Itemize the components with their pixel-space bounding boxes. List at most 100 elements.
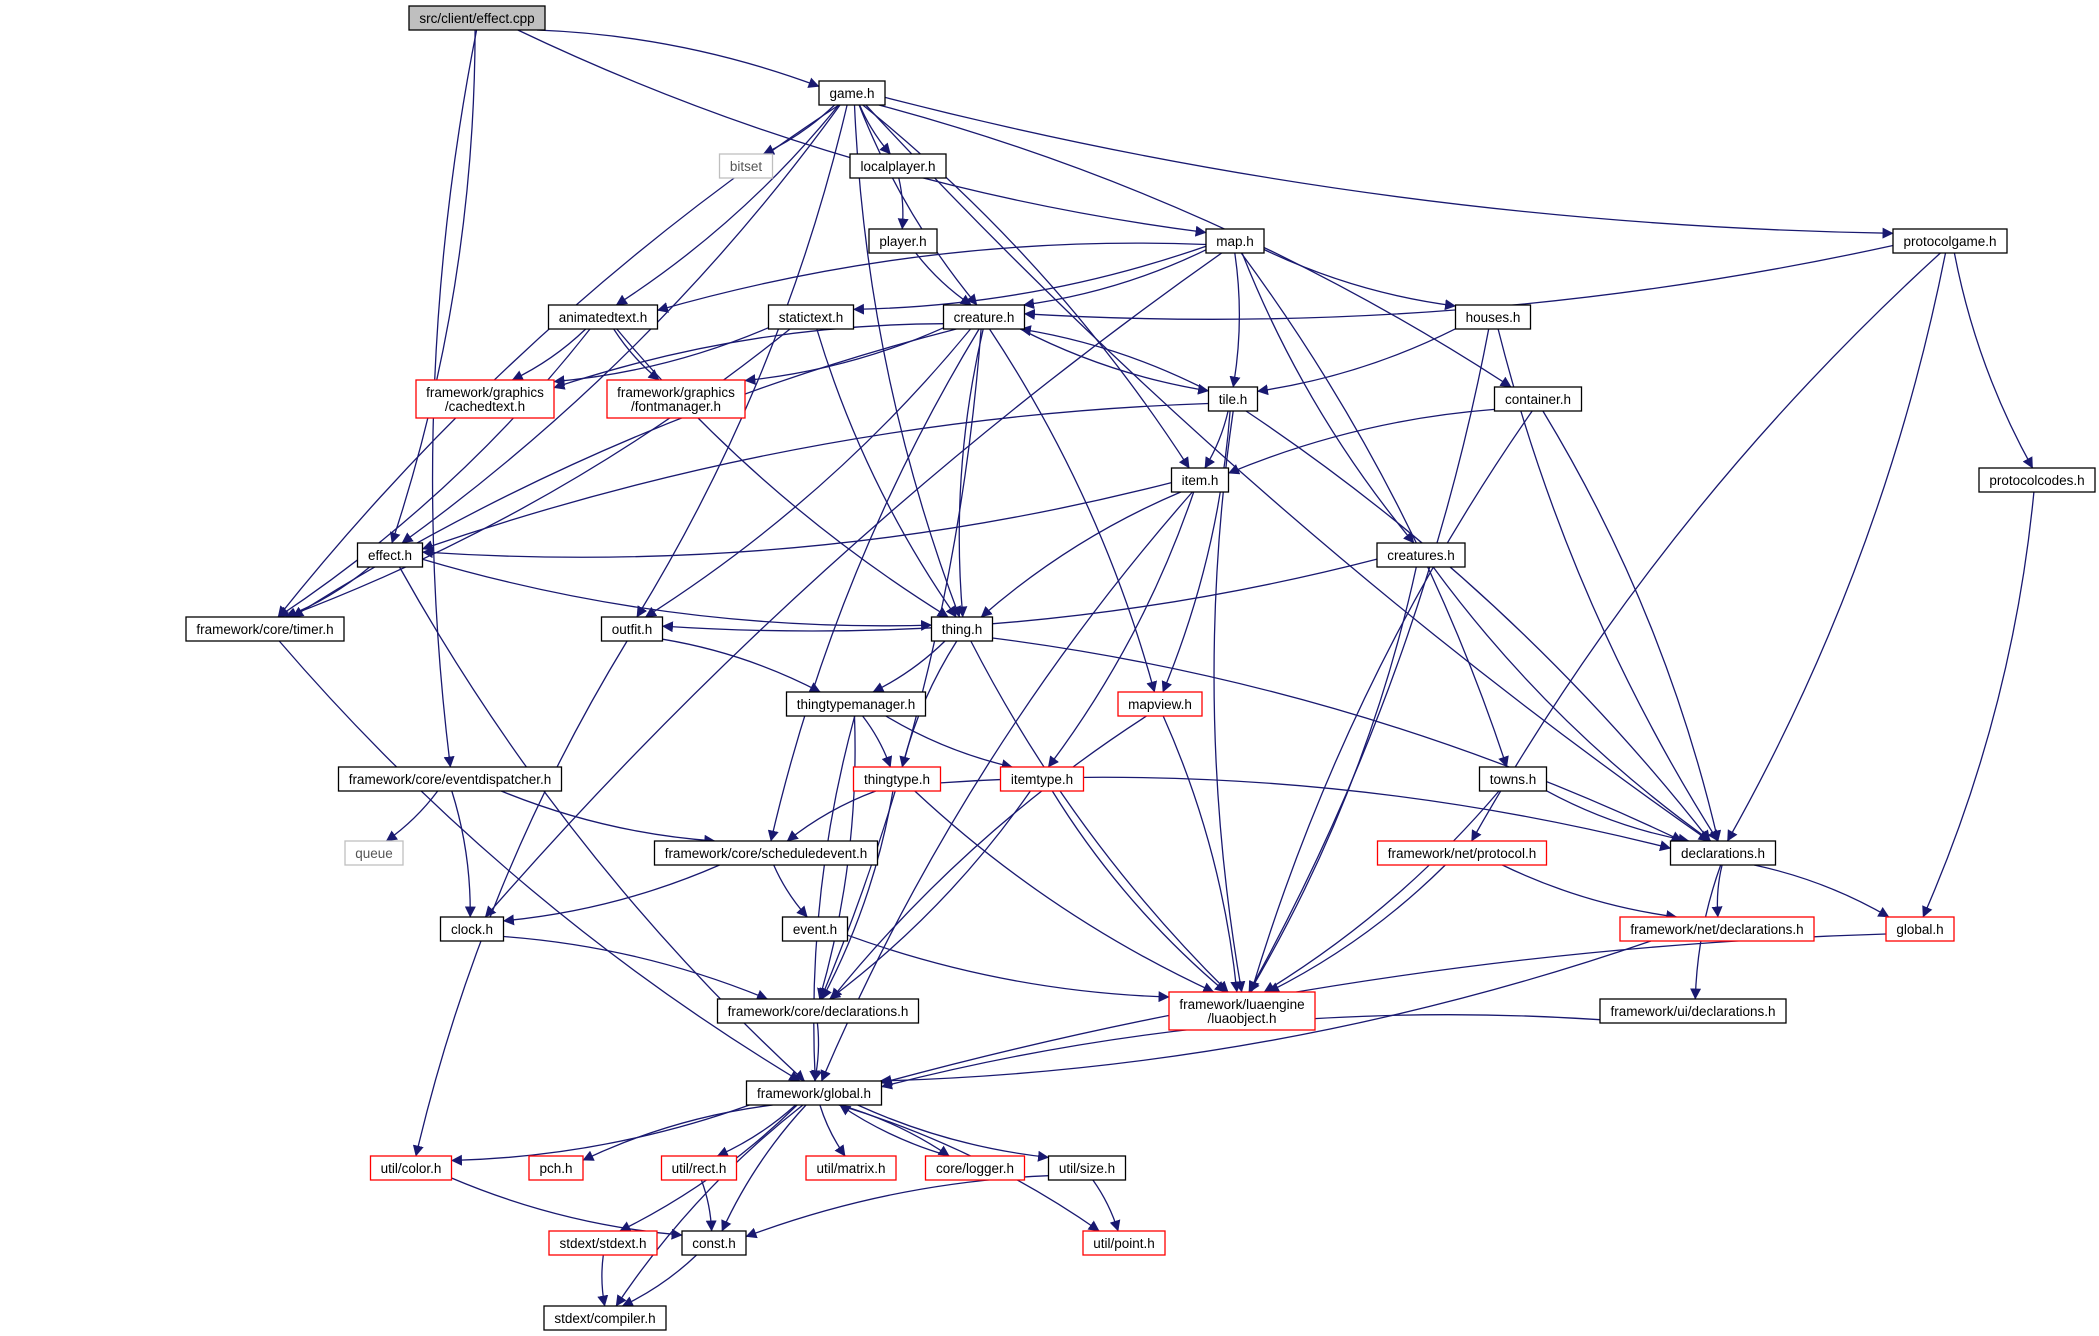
node-stdext[interactable]: stdext/stdext.h [548, 1230, 658, 1256]
edge-towns-to-declarations [1546, 790, 1690, 845]
node-player[interactable]: player.h [868, 228, 938, 254]
node-label-localplayer: localplayer.h [860, 159, 935, 174]
node-label-creature: creature.h [954, 310, 1015, 325]
edge-game-to-localplayer [859, 104, 891, 155]
node-event[interactable]: event.h [781, 916, 849, 942]
edge-fwglobal-to-rect [716, 1104, 797, 1157]
node-logger[interactable]: core/logger.h [924, 1155, 1026, 1181]
node-netprotocol[interactable]: framework/net/protocol.h [1376, 840, 1548, 866]
node-game[interactable]: game.h [818, 80, 886, 106]
edge-game-to-container [878, 104, 1512, 388]
node-label-size: util/size.h [1059, 1161, 1115, 1176]
node-point[interactable]: util/point.h [1082, 1230, 1166, 1256]
edge-effect-to-thing [422, 558, 933, 631]
edge-eventdispatcher-to-scheduledevent [500, 790, 716, 846]
node-creatures[interactable]: creatures.h [1376, 542, 1466, 568]
node-label-matrix: util/matrix.h [816, 1161, 885, 1176]
node-timer[interactable]: framework/core/timer.h [185, 616, 345, 642]
node-netdeclarations[interactable]: framework/net/declarations.h [1619, 916, 1815, 942]
node-box-mapview [1117, 691, 1203, 717]
node-rect[interactable]: util/rect.h [660, 1155, 738, 1181]
node-eventdispatcher[interactable]: framework/core/eventdispatcher.h [337, 766, 563, 792]
node-animatedtext[interactable]: animatedtext.h [547, 304, 659, 330]
node-protocolgame[interactable]: protocolgame.h [1892, 228, 2008, 254]
node-creature[interactable]: creature.h [942, 304, 1026, 330]
node-box-statictext [767, 304, 855, 330]
node-mapview[interactable]: mapview.h [1117, 691, 1203, 717]
edge-scheduledevent-to-clock [502, 864, 720, 926]
node-scheduledevent[interactable]: framework/core/scheduledevent.h [653, 840, 879, 866]
edge-game-to-item [862, 104, 1190, 469]
node-luaobject[interactable]: framework/luaengine/luaobject.h [1168, 991, 1316, 1031]
edge-container-to-luaobject [1248, 410, 1533, 993]
node-label-uideclarations: framework/ui/declarations.h [1610, 1004, 1775, 1019]
node-thingtype[interactable]: thingtype.h [852, 766, 942, 792]
edge-statictext-to-timer [285, 328, 791, 619]
node-color[interactable]: util/color.h [369, 1155, 453, 1181]
nodes-layer: src/client/effect.cpp game.h bitset localpl… [185, 5, 2096, 1331]
node-box-scheduledevent [653, 840, 879, 866]
node-label-root: src/client/effect.cpp [419, 11, 534, 26]
node-fontmanager[interactable]: framework/graphics/fontmanager.h [606, 379, 746, 419]
node-label-fwglobal: framework/global.h [757, 1086, 871, 1101]
edge-logger-to-fwglobal [839, 1104, 950, 1157]
node-declarations[interactable]: declarations.h [1669, 840, 1777, 866]
node-box-itemtype [999, 766, 1085, 792]
node-label-container: container.h [1505, 392, 1571, 407]
node-global[interactable]: global.h [1885, 916, 1955, 942]
node-localplayer[interactable]: localplayer.h [849, 153, 947, 179]
node-const[interactable]: const.h [681, 1230, 747, 1256]
node-thingtypemanager[interactable]: thingtypemanager.h [785, 691, 927, 717]
node-itemtype[interactable]: itemtype.h [999, 766, 1085, 792]
node-effect[interactable]: effect.h [356, 542, 424, 568]
node-box-fwglobal [745, 1080, 883, 1106]
node-matrix[interactable]: util/matrix.h [805, 1155, 897, 1181]
node-size[interactable]: util/size.h [1047, 1155, 1127, 1181]
node-label-effect: effect.h [368, 548, 412, 563]
node-bitset[interactable]: bitset [718, 153, 774, 179]
node-label-queue: queue [355, 846, 393, 861]
node-label-const: const.h [692, 1236, 736, 1251]
node-box-coredeclarations [716, 998, 920, 1024]
node-label-protocolcodes: protocolcodes.h [1989, 473, 2084, 488]
edge-player-to-creature [915, 252, 972, 306]
edge-tile-to-effect [421, 402, 1209, 551]
edge-item-to-itemtype [1047, 491, 1195, 768]
node-compiler[interactable]: stdext/compiler.h [543, 1305, 667, 1331]
node-towns[interactable]: towns.h [1478, 766, 1548, 792]
node-item[interactable]: item.h [1170, 467, 1230, 493]
node-box-size [1047, 1155, 1127, 1181]
node-box-protocolcodes [1978, 467, 2096, 493]
node-tile[interactable]: tile.h [1207, 386, 1259, 412]
node-thing[interactable]: thing.h [930, 616, 994, 642]
node-outfit[interactable]: outfit.h [600, 616, 664, 642]
node-box-const [681, 1230, 747, 1256]
node-label-item: item.h [1182, 473, 1219, 488]
node-clock[interactable]: clock.h [439, 916, 505, 942]
node-uideclarations[interactable]: framework/ui/declarations.h [1599, 998, 1787, 1024]
node-queue[interactable]: queue [344, 840, 404, 866]
node-protocolcodes[interactable]: protocolcodes.h [1978, 467, 2096, 493]
node-label-luaobject-1: /luaobject.h [1207, 1011, 1276, 1026]
node-statictext[interactable]: statictext.h [767, 304, 855, 330]
edge-statictext-to-cachedtext [553, 327, 769, 387]
node-box-uideclarations [1599, 998, 1787, 1024]
node-houses[interactable]: houses.h [1454, 304, 1532, 330]
edge-map-to-tile [1229, 252, 1241, 388]
node-pch[interactable]: pch.h [528, 1155, 584, 1181]
edge-const-to-compiler [621, 1254, 698, 1307]
node-map[interactable]: map.h [1205, 228, 1265, 254]
edge-animatedtext-to-thing [616, 328, 949, 618]
node-container[interactable]: container.h [1493, 386, 1583, 412]
node-coredeclarations[interactable]: framework/core/declarations.h [716, 998, 920, 1024]
node-root[interactable]: src/client/effect.cpp [408, 5, 546, 31]
node-box-thingtypemanager [785, 691, 927, 717]
node-cachedtext[interactable]: framework/graphics/cachedtext.h [415, 379, 555, 419]
edge-size-to-point [1092, 1179, 1121, 1232]
edge-map-to-creature [1023, 249, 1207, 310]
node-fwglobal[interactable]: framework/global.h [745, 1080, 883, 1106]
node-label-game: game.h [829, 86, 874, 101]
edge-fwglobal-to-logger [839, 1104, 950, 1157]
edge-animatedtext-to-fontmanager [613, 328, 660, 381]
edge-event-to-luaobject [847, 934, 1170, 1003]
